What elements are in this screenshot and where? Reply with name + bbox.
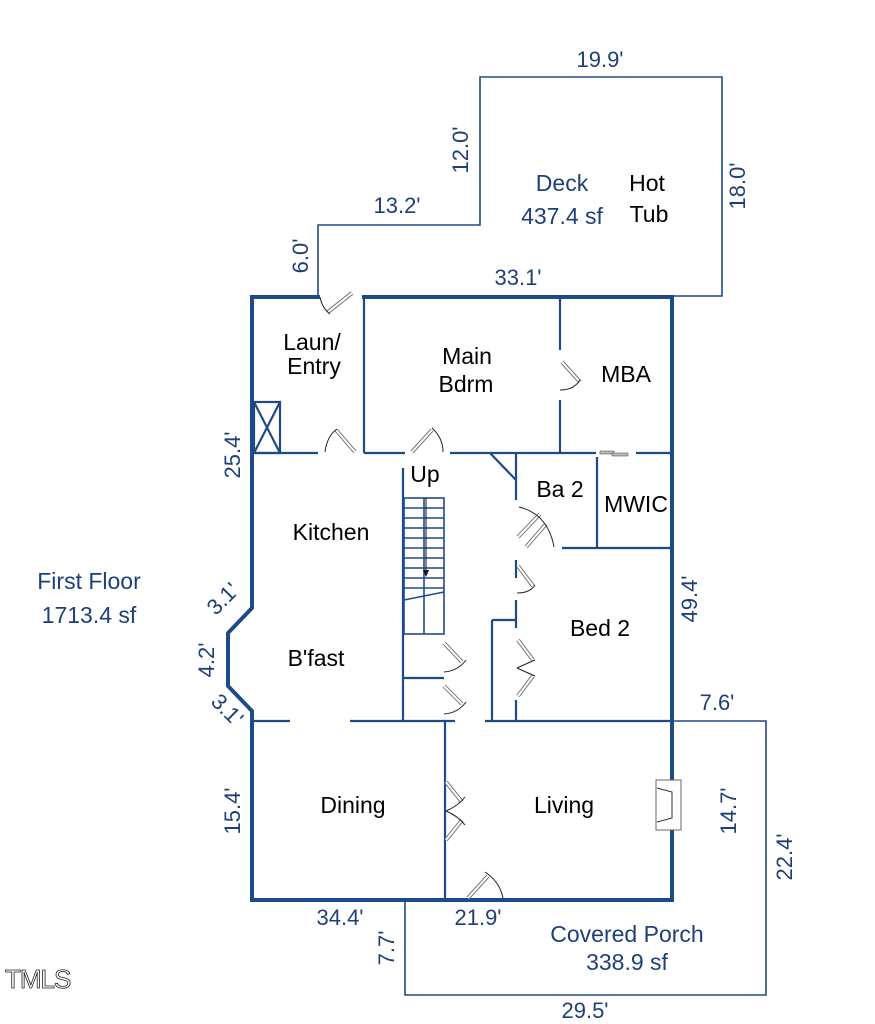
door-bed2[interactable] [516,564,536,594]
dim-deck-top: 19.9' [576,47,623,72]
porch-area: 338.9 sf [586,949,668,975]
dim-bay-upper: 3.1' [202,578,244,620]
deck-area: 437.4 sf [521,203,603,229]
door-bed2-closet[interactable] [516,638,536,698]
door-hall-closet-1[interactable] [442,641,467,673]
dim-dining-left: 15.4' [220,787,245,834]
room-bfast: B'fast [288,645,345,671]
door-main-bdrm[interactable] [410,427,444,454]
room-ba2: Ba 2 [536,476,583,502]
door-laundry-exterior[interactable] [319,291,354,315]
stairs-up-label: Up [410,461,439,487]
room-main-bdrm-1: Main [442,343,492,369]
door-ba2-double[interactable] [516,506,555,549]
dim-house-top: 33.1' [494,265,541,290]
dim-house-bottom-left: 34.4' [316,905,363,930]
dim-deck-right: 18.0' [725,162,750,209]
dim-porch-bottom: 29.5' [561,998,608,1023]
dim-porch-top: 7.6' [700,690,735,715]
dim-bay-lower: 3.1' [206,689,248,731]
dim-house-bottom-mid: 21.9' [454,905,501,930]
dim-bay-middle: 4.2' [194,643,219,678]
dim-porch-right: 22.4' [772,833,797,880]
hot-tub-label-1: Hot [629,170,665,196]
deck-label: Deck [536,170,589,196]
room-mwic: MWIC [604,491,668,517]
door-front[interactable] [466,871,504,900]
door-mwic-sliding[interactable] [599,450,629,457]
dim-deck-left: 6.0' [288,239,313,274]
floor-area: 1713.4 sf [42,602,137,628]
fireplace-icon [655,779,682,831]
door-dining-living[interactable] [444,780,466,842]
door-mba[interactable] [559,360,582,391]
dim-deck-step-horizontal: 13.2' [373,193,420,218]
room-laundry-1: Laun/ [283,329,341,355]
dim-house-right: 49.4' [677,575,702,622]
mls-logo: TMLS [5,964,71,994]
porch-outline [404,720,767,996]
laundry-appliance-icon [252,400,282,455]
floor-name: First Floor [37,568,141,594]
hot-tub-label-2: Tub [630,201,669,227]
room-bed2: Bed 2 [570,615,630,641]
dim-deck-step-vertical: 12.0' [448,126,473,173]
interior-walls [252,297,672,900]
deck-outline [317,76,723,297]
room-kitchen: Kitchen [293,519,370,545]
door-laundry-kitchen[interactable] [324,428,357,454]
dim-porch-left: 7.7' [374,931,399,966]
room-dining: Dining [320,792,385,818]
room-living: Living [534,792,594,818]
room-laundry-2: Entry [287,353,341,379]
room-mba: MBA [601,361,652,387]
porch-label: Covered Porch [550,921,703,947]
room-main-bdrm-2: Bdrm [439,371,494,397]
dim-laundry-left: 25.4' [220,431,245,478]
staircase-icon [403,497,445,635]
dim-living-right: 14.7' [716,787,741,834]
door-hall-closet-2[interactable] [442,684,467,715]
